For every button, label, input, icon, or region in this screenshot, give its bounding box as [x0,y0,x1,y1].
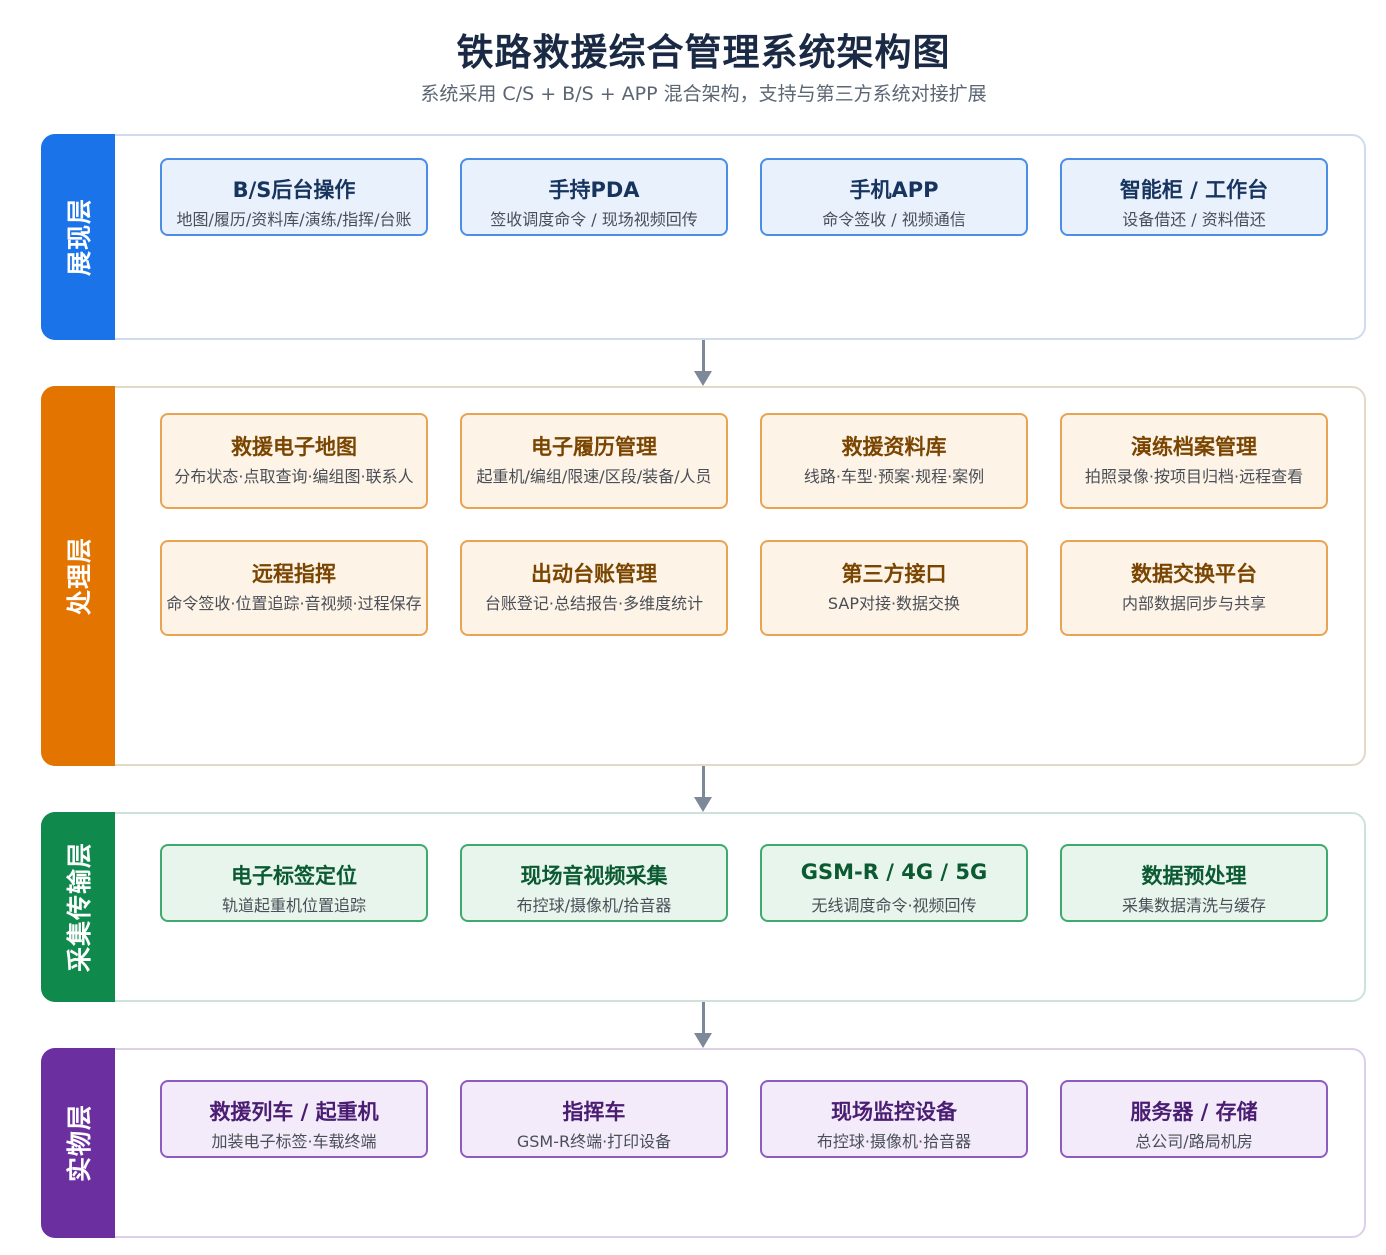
card-third-party-api[interactable]: 第三方接口 SAP对接·数据交换 [760,540,1028,636]
card-title: 出动台账管理 [531,562,657,586]
card-rescue-map[interactable]: 救援电子地图 分布状态·点取查询·编组图·联系人 [160,413,428,509]
card-title: 第三方接口 [841,562,947,586]
layer-label-collection: 采集传输层 [65,841,95,973]
page-subtitle: 系统采用 C/S + B/S + APP 混合架构，支持与第三方系统对接扩展 [420,83,987,105]
card-subtitle: 分布状态·点取查询·编组图·联系人 [174,467,414,486]
card-subtitle: SAP对接·数据交换 [827,594,961,613]
layer-processing: 处理层 救援电子地图 分布状态·点取查询·编组图·联系人 电子履历管理 起重机/… [41,386,1366,766]
card-subtitle: 轨道起重机位置追踪 [221,896,366,915]
layer-tab-physical: 实物层 [41,1048,115,1238]
card-subtitle: 起重机/编组/限速/区段/装备/人员 [476,467,712,486]
card-title: 救援列车 / 起重机 [209,1100,379,1124]
card-subtitle: 总公司/路局机房 [1135,1132,1253,1151]
card-title: GSM-R / 4G / 5G [800,860,988,884]
card-title: 服务器 / 存储 [1130,1100,1258,1124]
card-title: 演练档案管理 [1131,435,1257,459]
card-rescue-library[interactable]: 救援资料库 线路·车型·预案·规程·案例 [760,413,1028,509]
layer-collection: 采集传输层 电子标签定位 轨道起重机位置追踪 现场音视频采集 布控球/摄像机/拾… [41,812,1366,1002]
card-title: 远程指挥 [252,562,336,586]
card-data-exchange[interactable]: 数据交换平台 内部数据同步与共享 [1060,540,1328,636]
card-e-record[interactable]: 电子履历管理 起重机/编组/限速/区段/装备/人员 [460,413,728,509]
card-title: 电子履历管理 [531,435,657,459]
card-handheld-pda[interactable]: 手持PDA 签收调度命令 / 现场视频回传 [460,158,728,236]
card-subtitle: 签收调度命令 / 现场视频回传 [490,210,698,229]
card-subtitle: 地图/履历/资料库/演练/指挥/台账 [176,210,412,229]
card-command-vehicle[interactable]: 指挥车 GSM-R终端·打印设备 [460,1080,728,1158]
card-title: 手机APP [849,178,939,202]
card-subtitle: GSM-R终端·打印设备 [516,1132,672,1151]
card-title: 手持PDA [548,178,640,202]
layer-label-processing: 处理层 [65,536,95,616]
card-subtitle: 加装电子标签·车载终端 [211,1132,377,1151]
card-subtitle: 设备借还 / 资料借还 [1122,210,1266,229]
card-subtitle: 命令签收 / 视频通信 [822,210,966,229]
card-title: 救援电子地图 [231,435,357,459]
card-subtitle: 布控球·摄像机·拾音器 [816,1132,972,1151]
card-subtitle: 命令签收·位置追踪·音视频·过程保存 [166,594,422,613]
card-title: 指挥车 [562,1100,626,1124]
card-subtitle: 线路·车型·预案·规程·案例 [803,467,985,486]
card-site-monitoring[interactable]: 现场监控设备 布控球·摄像机·拾音器 [760,1080,1028,1158]
layer-tab-collection: 采集传输层 [41,812,115,1002]
card-title: 现场音视频采集 [520,864,668,888]
card-subtitle: 台账登记·总结报告·多维度统计 [484,594,704,613]
layer-tab-processing: 处理层 [41,386,115,766]
card-remote-command[interactable]: 远程指挥 命令签收·位置追踪·音视频·过程保存 [160,540,428,636]
card-title: 数据交换平台 [1131,562,1257,586]
layer-presentation: 展现层 B/S后台操作 地图/履历/资料库/演练/指挥/台账 手持PDA 签收调… [41,134,1366,340]
card-mobile-app[interactable]: 手机APP 命令签收 / 视频通信 [760,158,1028,236]
card-title: 救援资料库 [841,435,947,459]
layer-physical: 实物层 救援列车 / 起重机 加装电子标签·车载终端 指挥车 GSM-R终端·打… [41,1048,1366,1238]
card-title: 数据预处理 [1141,864,1247,888]
card-server-storage[interactable]: 服务器 / 存储 总公司/路局机房 [1060,1080,1328,1158]
card-subtitle: 无线调度命令·视频回传 [811,896,977,915]
card-title: 现场监控设备 [831,1100,957,1124]
card-bs-backend[interactable]: B/S后台操作 地图/履历/资料库/演练/指挥/台账 [160,158,428,236]
card-av-capture[interactable]: 现场音视频采集 布控球/摄像机/拾音器 [460,844,728,922]
layer-label-presentation: 展现层 [65,197,95,277]
layer-tab-presentation: 展现层 [41,134,115,340]
card-subtitle: 拍照录像·按项目归档·远程查看 [1084,467,1304,486]
card-title: 智能柜 / 工作台 [1119,178,1269,202]
card-drill-archive[interactable]: 演练档案管理 拍照录像·按项目归档·远程查看 [1060,413,1328,509]
card-data-preprocess[interactable]: 数据预处理 采集数据清洗与缓存 [1060,844,1328,922]
card-title: B/S后台操作 [232,178,356,202]
card-rfid-positioning[interactable]: 电子标签定位 轨道起重机位置追踪 [160,844,428,922]
card-subtitle: 采集数据清洗与缓存 [1121,896,1266,915]
card-title: 电子标签定位 [231,864,357,888]
card-subtitle: 布控球/摄像机/拾音器 [516,896,672,915]
card-dispatch-ledger[interactable]: 出动台账管理 台账登记·总结报告·多维度统计 [460,540,728,636]
layer-label-physical: 实物层 [65,1103,95,1183]
page-title: 铁路救援综合管理系统架构图 [456,31,951,74]
card-smart-cabinet[interactable]: 智能柜 / 工作台 设备借还 / 资料借还 [1060,158,1328,236]
card-wireless-network[interactable]: GSM-R / 4G / 5G 无线调度命令·视频回传 [760,844,1028,922]
card-rescue-train[interactable]: 救援列车 / 起重机 加装电子标签·车载终端 [160,1080,428,1158]
card-subtitle: 内部数据同步与共享 [1121,594,1266,613]
